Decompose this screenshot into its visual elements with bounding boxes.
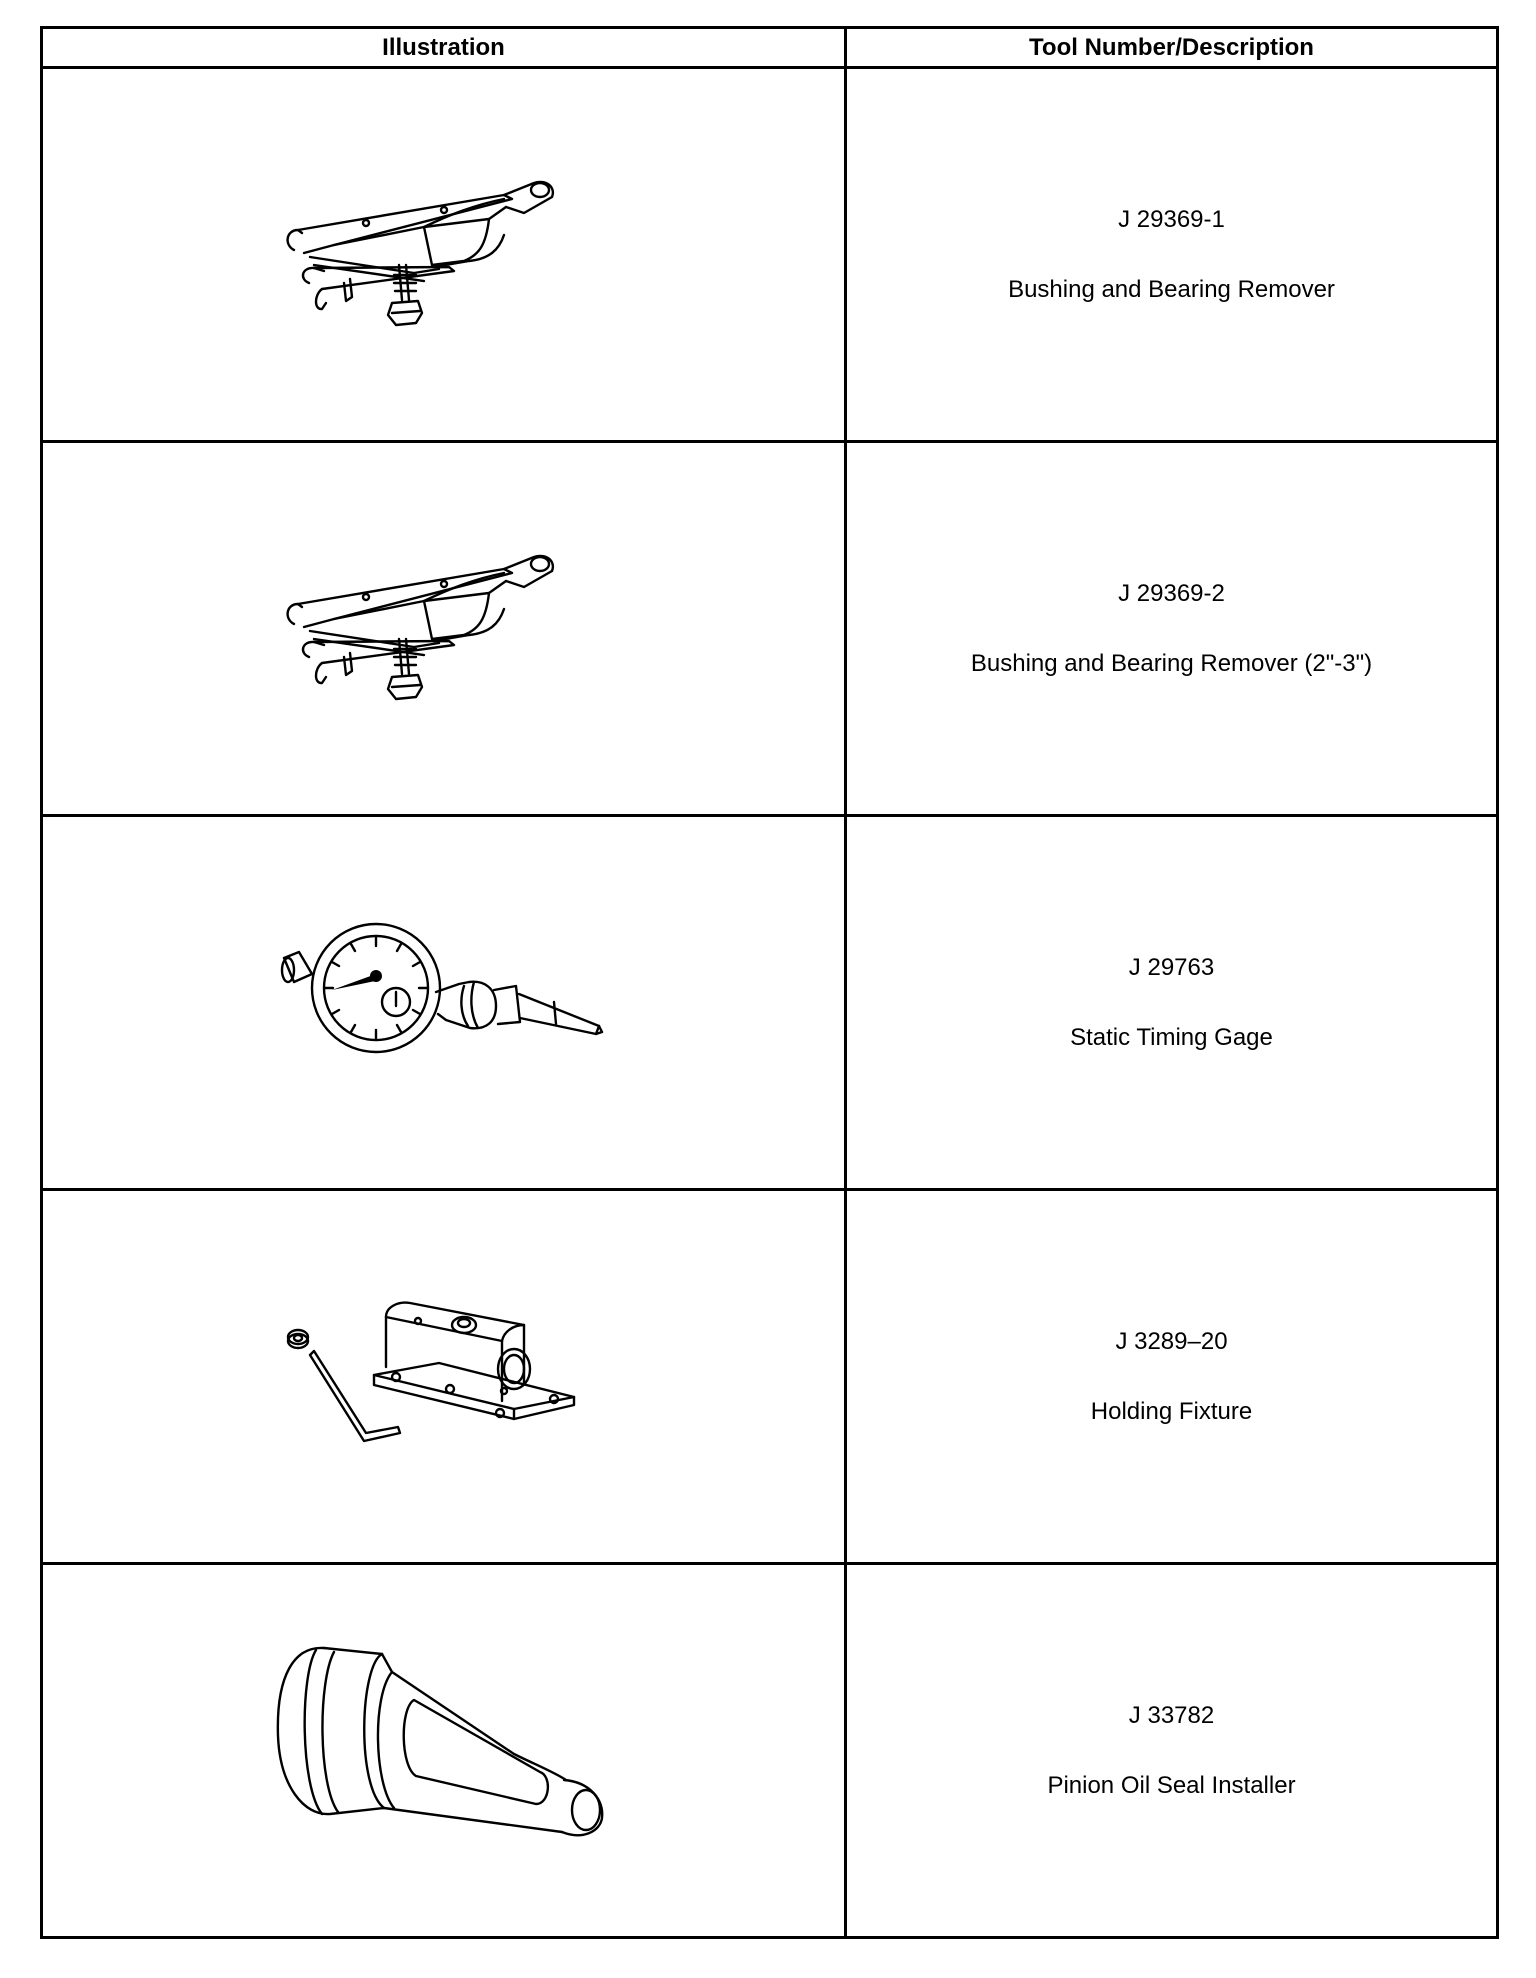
bushing-bearing-remover-icon <box>286 554 554 700</box>
static-timing-gage-icon <box>280 922 603 1053</box>
tool-cell: J 29369-1 Bushing and Bearing Remover <box>844 66 1499 443</box>
tool-description: Static Timing Gage <box>1070 1023 1273 1051</box>
illustration-cell <box>40 1562 847 1939</box>
tool-number: J 29369-1 <box>1118 205 1225 233</box>
holding-fixture-icon <box>286 1300 575 1442</box>
tool-description: Holding Fixture <box>1090 1397 1253 1425</box>
tool-number: J 29369-2 <box>1118 579 1225 607</box>
table-row: J 33782 Pinion Oil Seal Installer <box>40 1562 1499 1939</box>
tool-cell: J 29763 Static Timing Gage <box>844 814 1499 1191</box>
table-row: J 29369-2 Bushing and Bearing Remover (2… <box>40 440 1499 817</box>
tool-description: Bushing and Bearing Remover <box>1008 275 1335 303</box>
pinion-oil-seal-installer-icon <box>276 1646 603 1836</box>
tool-description: Bushing and Bearing Remover (2"-3") <box>970 649 1373 677</box>
illustration-cell <box>40 440 847 817</box>
special-tools-table: Illustration Tool Number/Description <box>40 26 1499 1939</box>
tool-cell: J 33782 Pinion Oil Seal Installer <box>844 1562 1499 1939</box>
tool-header: Tool Number/Description <box>844 26 1499 69</box>
tool-cell: J 3289–20 Holding Fixture <box>844 1188 1499 1565</box>
tool-cell: J 29369-2 Bushing and Bearing Remover (2… <box>844 440 1499 817</box>
table-row: J 29369-1 Bushing and Bearing Remover <box>40 66 1499 443</box>
tool-description: Pinion Oil Seal Installer <box>1047 1771 1296 1799</box>
illustration-header: Illustration <box>40 26 847 69</box>
illustration-cell <box>40 814 847 1191</box>
table-row: J 3289–20 Holding Fixture <box>40 1188 1499 1565</box>
bushing-bearing-remover-icon <box>286 180 554 326</box>
header-row: Illustration Tool Number/Description <box>40 26 1499 69</box>
tool-number: J 33782 <box>1128 1701 1215 1729</box>
table-row: J 29763 Static Timing Gage <box>40 814 1499 1191</box>
tool-number: J 3289–20 <box>1115 1327 1228 1355</box>
illustration-cell <box>40 1188 847 1565</box>
tool-number: J 29763 <box>1128 953 1215 981</box>
illustration-cell <box>40 66 847 443</box>
